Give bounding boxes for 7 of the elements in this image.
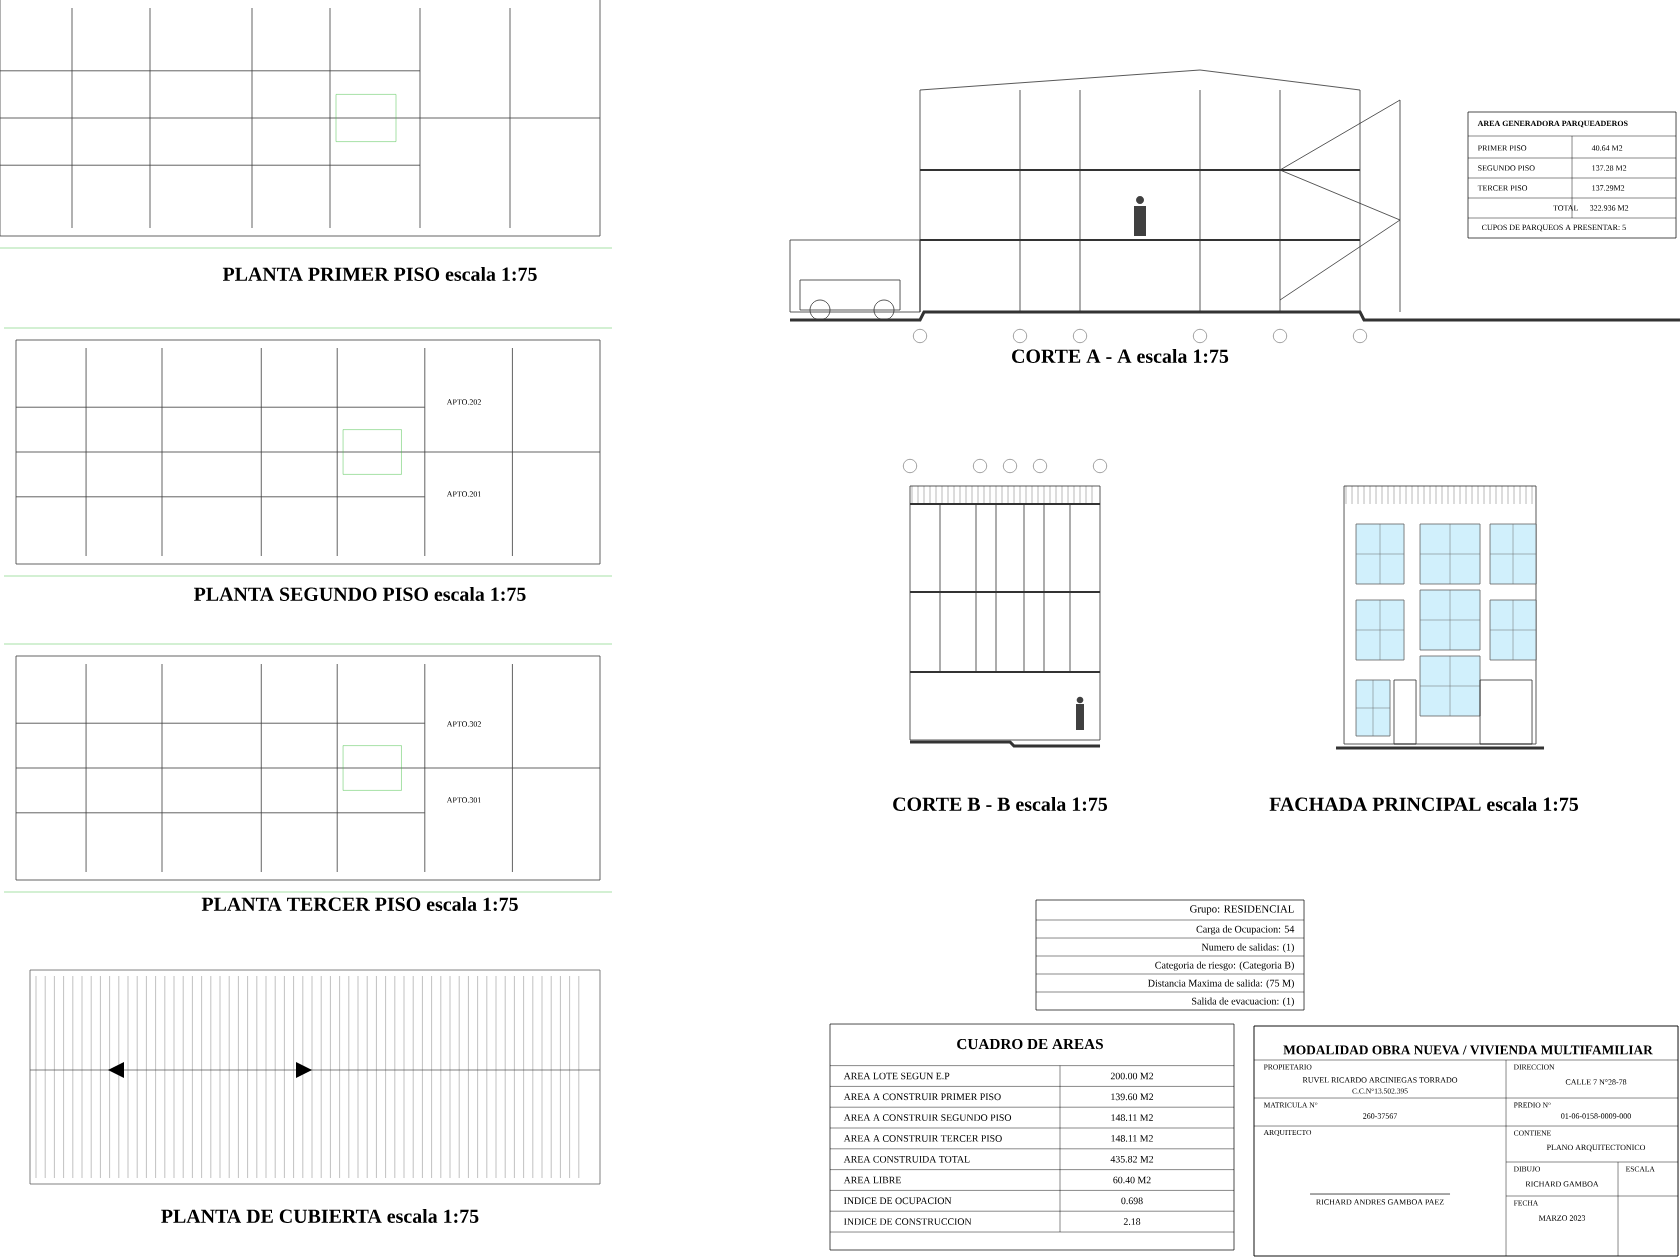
drawing-title: PLANTA TERCER PISO escala 1:75 (201, 896, 518, 912)
drawing-title: PLANTA DE CUBIERTA escala 1:75 (161, 1208, 479, 1224)
drawing-title: CORTE A - A escala 1:75 (1012, 348, 1229, 364)
drawing-title: PLANTA SEGUNDO PISO escala 1:75 (194, 586, 526, 602)
drawing-title: FACHADA PRINCIPAL escala 1:75 (1269, 796, 1579, 812)
drawing-title: PLANTA PRIMER PISO escala 1:75 (222, 266, 537, 282)
drawing-title: CORTE B - B escala 1:75 (893, 796, 1108, 812)
